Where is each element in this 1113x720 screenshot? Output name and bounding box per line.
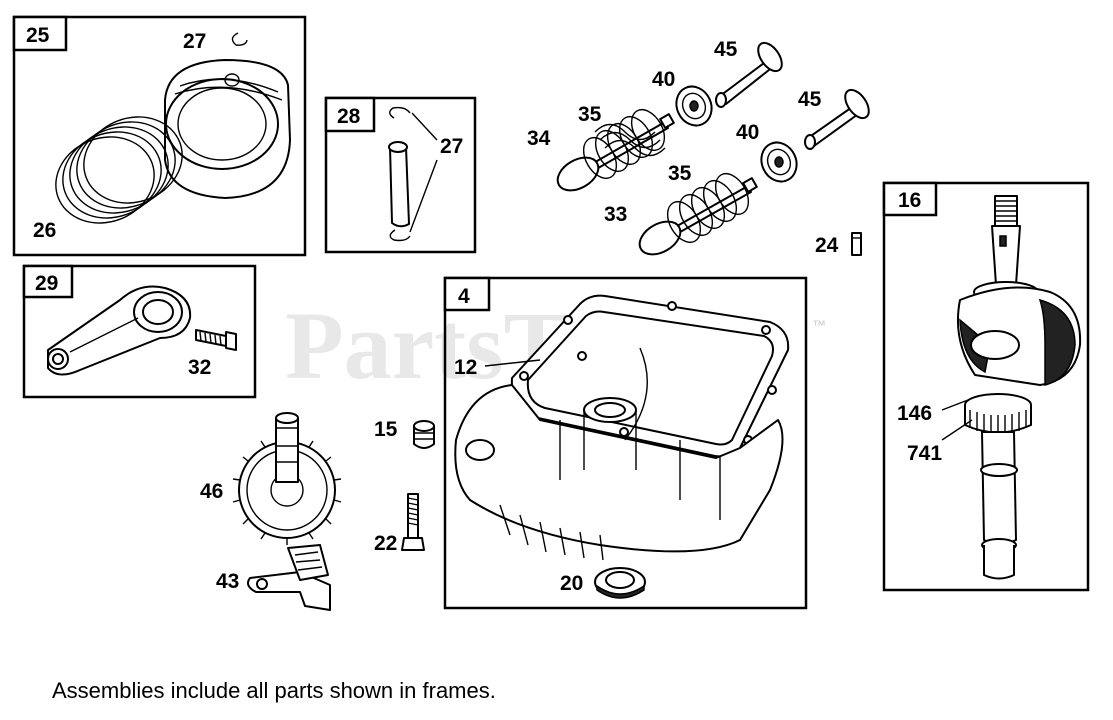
frame-connecting-rod-assembly[interactable]: 29 32 [22, 264, 257, 399]
callout-27-pin: 27 [440, 135, 463, 158]
key-part[interactable] [851, 232, 862, 256]
frame-tag-29: 29 [35, 272, 58, 295]
frame-tag-16: 16 [898, 189, 921, 212]
piston-rings-part[interactable] [44, 103, 195, 236]
valve-spring-lower-part[interactable] [661, 168, 755, 248]
callout-15: 15 [374, 418, 398, 441]
frame-tag-4: 4 [458, 285, 470, 308]
callout-20: 20 [560, 572, 583, 595]
governor-gear-part[interactable] [232, 412, 342, 545]
retaining-ring-part[interactable] [231, 32, 248, 46]
crankshaft-part[interactable] [956, 195, 1082, 580]
plug-part[interactable] [413, 420, 435, 449]
governor-bracket-part[interactable] [247, 544, 331, 611]
callout-12: 12 [454, 356, 477, 379]
callout-22: 22 [374, 532, 397, 555]
connecting-rod-part[interactable] [47, 285, 192, 376]
callout-45-lower: 45 [798, 88, 822, 111]
frame-piston-assembly[interactable]: 25 27 26 [12, 15, 307, 257]
callout-43: 43 [216, 570, 239, 593]
valve-intake-part[interactable] [552, 113, 675, 197]
frame-sump-assembly[interactable]: 4 12 20 [443, 276, 808, 610]
callout-26: 26 [33, 219, 56, 242]
valve-spring-upper-part[interactable] [577, 104, 671, 184]
footnote: Assemblies include all parts shown in fr… [52, 678, 496, 703]
callout-45-upper: 45 [714, 38, 738, 61]
piston-part[interactable] [164, 59, 291, 199]
rod-bolt-part[interactable] [195, 329, 237, 351]
valve-guide-upper-part[interactable] [715, 39, 787, 108]
callout-35-lower: 35 [668, 162, 692, 185]
clip-lower-part[interactable] [389, 229, 411, 242]
callout-46: 46 [200, 480, 223, 503]
frame-tag-28: 28 [337, 105, 361, 128]
callout-34: 34 [527, 127, 551, 150]
screw-part[interactable] [401, 493, 425, 551]
callout-741: 741 [907, 442, 942, 465]
callout-27-piston: 27 [183, 30, 206, 53]
callout-35-upper: 35 [578, 103, 602, 126]
clip-upper-part[interactable] [389, 106, 411, 119]
callout-40-lower: 40 [736, 121, 759, 144]
retainer-upper-part[interactable] [670, 81, 718, 132]
frame-crankshaft-assembly[interactable]: 16 146 [882, 181, 1090, 592]
sump-housing-part[interactable] [454, 294, 790, 561]
callout-32: 32 [188, 356, 211, 379]
callout-146: 146 [897, 402, 932, 425]
callout-24: 24 [815, 234, 839, 257]
trademark-mark: ™ [812, 317, 826, 333]
retainer-lower-part[interactable] [755, 137, 803, 188]
valve-guide-lower-part[interactable] [804, 86, 874, 150]
piston-pin-part[interactable] [388, 141, 410, 228]
frame-tag-25: 25 [26, 24, 50, 47]
oil-seal-part[interactable] [594, 567, 646, 599]
frame-piston-pin-assembly[interactable]: 28 27 [324, 96, 477, 254]
callout-33: 33 [604, 203, 627, 226]
callout-40-upper: 40 [652, 68, 675, 91]
